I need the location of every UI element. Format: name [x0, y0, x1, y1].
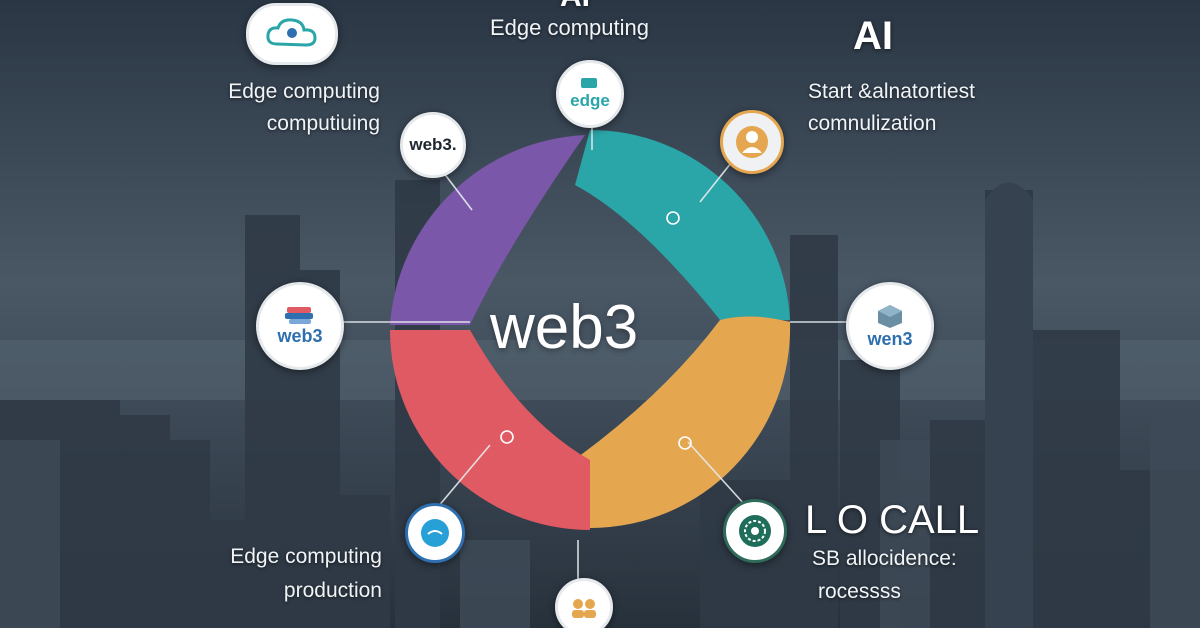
top-label: Edge computing: [490, 15, 649, 40]
top-left-line2: computiuing: [266, 112, 380, 135]
connector-line: [436, 444, 491, 509]
edge-node-label: edge: [570, 91, 610, 110]
web3-small-label: web3.: [409, 135, 457, 154]
person-icon: [736, 126, 768, 158]
chat-node[interactable]: [405, 503, 465, 563]
center-label: web3: [490, 293, 639, 362]
top-right-line1: Start &alnatortiest: [808, 80, 975, 103]
marker-ring: [500, 430, 514, 444]
web3-small-node[interactable]: web3.: [400, 112, 466, 178]
bottom-left-line1: Edge computing: [230, 545, 382, 568]
ai-person-node[interactable]: [720, 110, 784, 174]
local-node[interactable]: [723, 499, 787, 563]
target-icon: [739, 515, 771, 547]
orange-segment: [560, 316, 791, 528]
cube-icon: [878, 304, 902, 328]
cloud-node[interactable]: [246, 3, 338, 65]
edge-logo-icon: [581, 78, 597, 88]
purple-segment: [390, 135, 585, 325]
top-cut-title: AI: [560, 0, 590, 14]
marker-ring: [678, 436, 692, 450]
cloud-network-icon: [266, 18, 317, 47]
marker-ring: [666, 211, 680, 225]
bottom-left-line2: production: [283, 579, 382, 602]
wen3-right-node[interactable]: wen3: [846, 282, 934, 370]
bottom-right-title: L O CALL: [805, 498, 980, 542]
web3-left-label: web3: [277, 325, 323, 346]
stack-icon: [285, 306, 313, 324]
teal-segment: [575, 129, 790, 320]
top-right-line2: comnulization: [808, 112, 937, 135]
top-left-line1: Edge computing: [228, 80, 380, 103]
red-segment: [390, 330, 590, 530]
bottom-people-node[interactable]: [555, 578, 613, 628]
wen3-right-label: wen3: [867, 328, 913, 349]
people-icon: [572, 599, 596, 618]
bottom-right-line1: SB allocidence:: [812, 547, 957, 570]
bottom-right-line2: rocessss: [818, 580, 901, 603]
web3-left-node[interactable]: web3: [256, 282, 344, 370]
chat-bubble-icon: [421, 519, 449, 547]
edge-node[interactable]: edge: [556, 60, 624, 128]
top-right-title: AI: [853, 14, 893, 58]
connector-line: [687, 441, 746, 506]
